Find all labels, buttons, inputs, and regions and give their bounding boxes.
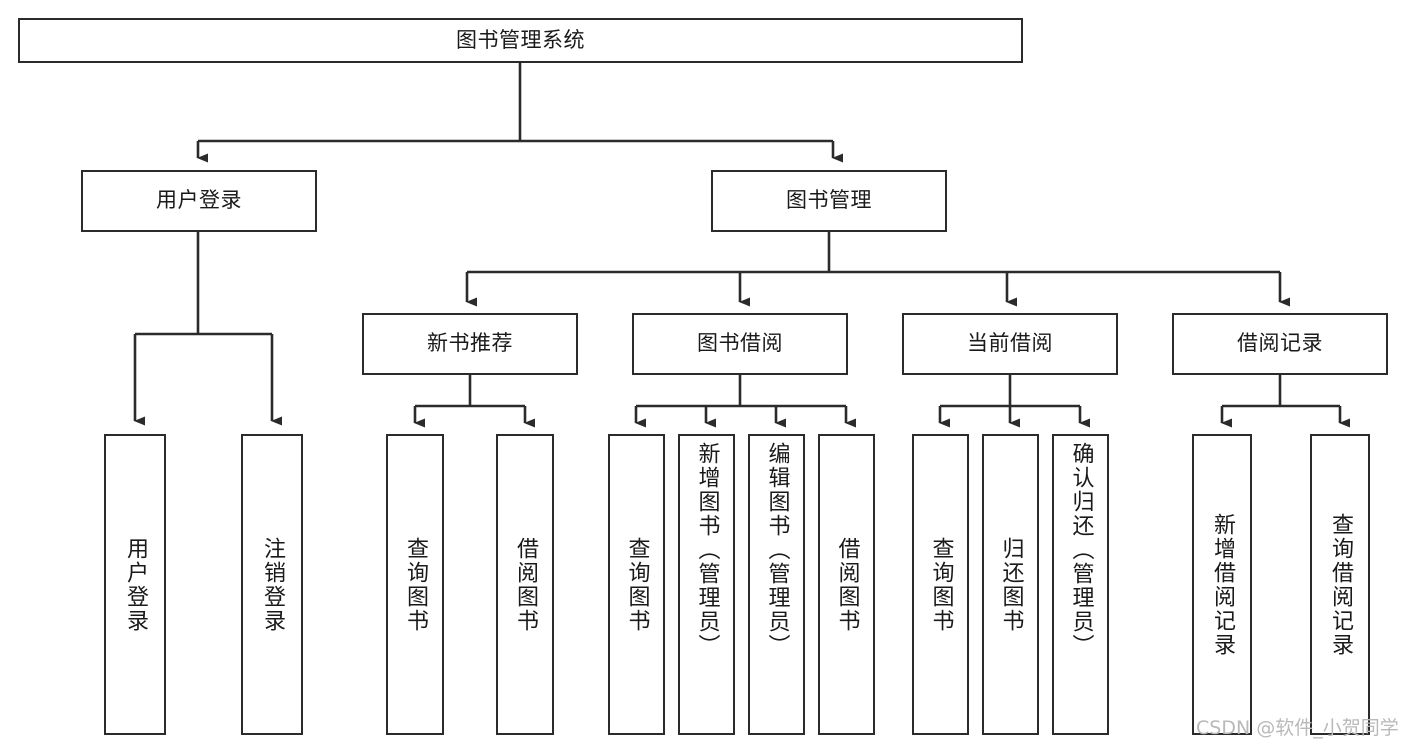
node-leaf-query-book-2[interactable]: 查询图书 [608,434,665,735]
node-leaf-query-book-3[interactable]: 查询图书 [912,434,969,735]
node-leaf-query-book-2-label: 查询图书 [624,536,650,633]
node-leaf-query-record[interactable]: 查询借阅记录 [1310,434,1370,735]
node-current-borrow[interactable]: 当前借阅 [902,313,1118,375]
node-leaf-return-book-label: 归还图书 [998,536,1024,633]
node-leaf-logout-login[interactable]: 注销登录 [241,434,303,735]
node-leaf-add-book-label: 新增图书（管理员） [694,442,720,658]
node-leaf-query-record-label: 查询借阅记录 [1327,512,1353,657]
node-leaf-query-book-3-label: 查询图书 [928,536,954,633]
node-leaf-borrow-book-1[interactable]: 借阅图书 [496,434,554,735]
node-leaf-edit-book[interactable]: 编辑图书（管理员） [748,434,805,735]
node-user-login-label: 用户登录 [156,188,242,213]
node-borrow-record-label: 借阅记录 [1237,331,1323,356]
node-leaf-confirm-return[interactable]: 确认归还（管理员） [1052,434,1109,735]
node-leaf-add-book[interactable]: 新增图书（管理员） [678,434,735,735]
node-book-manage[interactable]: 图书管理 [711,170,947,232]
node-root-system[interactable]: 图书管理系统 [18,18,1023,63]
node-borrow-record[interactable]: 借阅记录 [1172,313,1388,375]
node-current-borrow-label: 当前借阅 [967,331,1053,356]
node-user-login[interactable]: 用户登录 [81,170,317,232]
node-root-system-label: 图书管理系统 [456,27,585,52]
node-leaf-user-login-label: 用户登录 [122,536,148,633]
node-leaf-query-book-1-label: 查询图书 [402,536,428,633]
node-new-book-recommend-label: 新书推荐 [427,331,513,356]
node-leaf-borrow-book-2-label: 借阅图书 [834,536,860,633]
csdn-watermark: CSDN @软件_小贺同学 [1196,717,1399,739]
node-book-borrow[interactable]: 图书借阅 [632,313,848,375]
node-leaf-add-record-label: 新增借阅记录 [1209,512,1235,657]
node-leaf-borrow-book-2[interactable]: 借阅图书 [818,434,875,735]
node-leaf-return-book[interactable]: 归还图书 [982,434,1039,735]
node-leaf-query-book-1[interactable]: 查询图书 [386,434,444,735]
node-leaf-borrow-book-1-label: 借阅图书 [512,536,538,633]
node-leaf-edit-book-label: 编辑图书（管理员） [764,442,790,658]
node-new-book-recommend[interactable]: 新书推荐 [362,313,578,375]
node-leaf-user-login[interactable]: 用户登录 [104,434,166,735]
node-leaf-logout-login-label: 注销登录 [259,536,285,633]
node-book-borrow-label: 图书借阅 [697,331,783,356]
node-leaf-add-record[interactable]: 新增借阅记录 [1192,434,1252,735]
node-leaf-confirm-return-label: 确认归还（管理员） [1068,442,1094,658]
node-book-manage-label: 图书管理 [786,188,872,213]
